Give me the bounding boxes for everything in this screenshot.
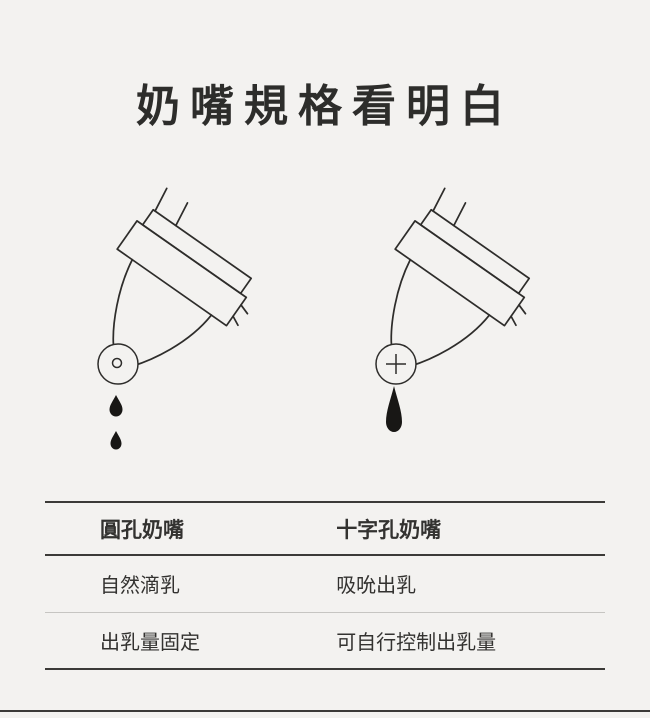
bottle-neck-line (154, 187, 168, 212)
cross-hole-feature: 吸吮出乳 (336, 575, 417, 598)
table-row: 出乳量固定 可自行控制出乳量 (45, 612, 605, 669)
round-hole-icon (111, 357, 123, 369)
bottle-neck-line (452, 202, 467, 227)
round-hole-nipple-illustration (97, 187, 253, 450)
nipple-cone-left (390, 258, 412, 346)
spec-table: 圓孔奶嘴 十字孔奶嘴 自然滴乳 吸吮出乳 出乳量固定 可自行控制出乳量 (45, 501, 605, 670)
nipple-tip (97, 343, 139, 385)
round-hole-feature: 出乳量固定 (100, 631, 200, 654)
round-hole-feature: 自然滴乳 (100, 575, 180, 598)
collar-edge-ticks (232, 304, 249, 327)
milk-drop (109, 395, 123, 417)
bottle-neck-line (432, 187, 446, 212)
cross-hole-feature: 可自行控制出乳量 (336, 631, 497, 654)
page-title: 奶嘴規格看明白 (136, 81, 514, 132)
spec-table-section: 圓孔奶嘴 十字孔奶嘴 自然滴乳 吸吮出乳 出乳量固定 可自行控制出乳量 (45, 501, 605, 670)
nipple-cone-left (112, 258, 134, 346)
nipple-figures (0, 184, 650, 479)
table-row: 自然滴乳 吸吮出乳 (45, 555, 605, 612)
nipple-collar (116, 220, 248, 327)
table-header-row: 圓孔奶嘴 十字孔奶嘴 (45, 502, 605, 555)
bottle-neck-line (174, 202, 189, 227)
cross-hole-icon (386, 354, 406, 374)
nipple-cone-right (131, 314, 213, 368)
nipple-cone-right (409, 314, 491, 368)
collar-edge-ticks (510, 304, 527, 327)
nipple-ring (419, 208, 531, 295)
milk-drop (110, 431, 122, 450)
bottom-divider (0, 710, 650, 712)
round-hole-header: 圓孔奶嘴 (100, 518, 184, 542)
nipple-collar (394, 220, 526, 327)
nipple-outline (390, 187, 531, 368)
cross-hole-nipple-illustration (375, 187, 531, 432)
milk-drop (386, 386, 402, 432)
nipple-ring (141, 208, 253, 295)
cross-hole-header: 十字孔奶嘴 (336, 518, 442, 542)
